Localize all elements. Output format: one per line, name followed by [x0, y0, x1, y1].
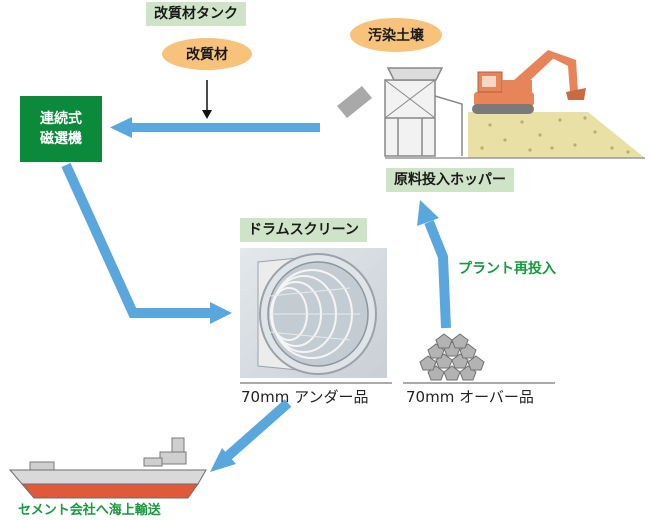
plant-reinput-label: プラント再投入 [458, 261, 556, 277]
shipping-label: セメント会社へ海上輸送 [18, 503, 161, 518]
additive-tank-label: 改質材タンク [146, 2, 246, 26]
separator-to-drum-arrow [61, 162, 232, 324]
under-product-label: 70mm アンダー品 [241, 388, 369, 406]
magnetic-separator-box: 連続式 磁選機 [20, 96, 102, 162]
over-product-label: 70mm オーバー品 [406, 388, 534, 406]
additive-feed-arrow [202, 80, 212, 119]
drum-screen-illustration [240, 248, 387, 378]
contaminated-soil-oval: 汚染土壌 [350, 18, 442, 52]
hopper-plant-illustration [337, 50, 645, 159]
separator-label-line2: 磁選機 [40, 131, 82, 147]
hopper-to-separator-arrow [110, 117, 320, 138]
reinput-arrow [417, 200, 451, 329]
separator-label-line1: 連続式 [40, 111, 82, 127]
hopper-label: 原料投入ホッパー [386, 168, 514, 192]
drum-screen-label: ドラムスクリーン [240, 218, 367, 242]
ship-illustration [8, 437, 207, 499]
oversize-rocks-illustration [419, 333, 485, 381]
additive-oval: 改質材 [162, 38, 252, 70]
under-to-ship-arrow [210, 399, 292, 472]
